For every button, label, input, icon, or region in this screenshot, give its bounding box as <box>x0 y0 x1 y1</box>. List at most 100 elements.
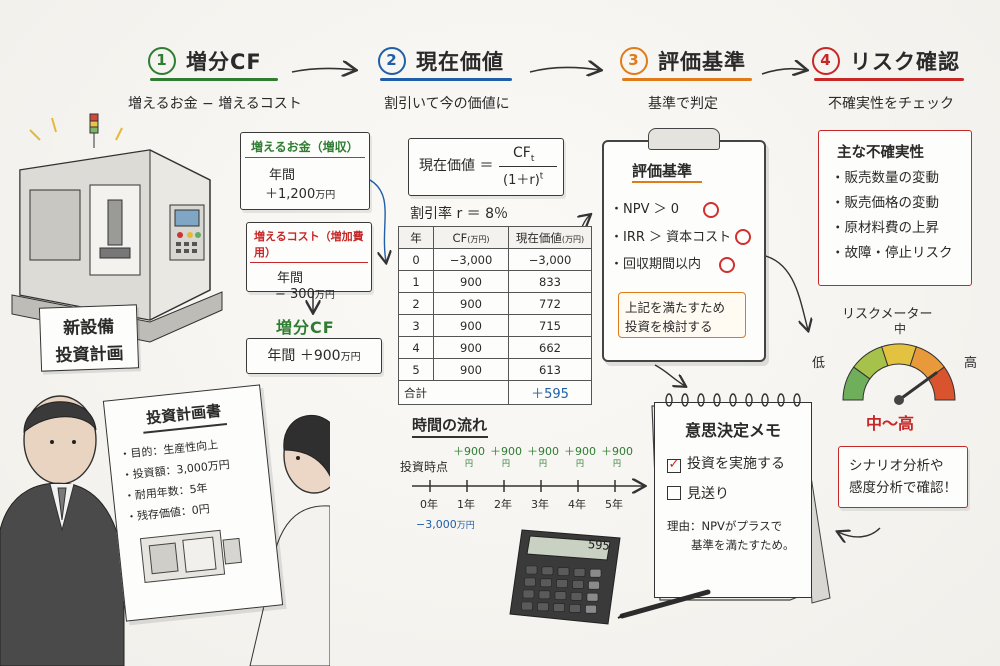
memo-option-invest[interactable]: ✓ 投資を実施する <box>667 453 811 473</box>
pv-table-header: 年 CF(万円) 現在価値(万円) <box>398 226 592 249</box>
calculator-key <box>557 567 570 576</box>
pen-icon <box>617 589 711 619</box>
timeline-inflow-unit: 円 <box>539 459 547 468</box>
timeline-year-label: 0年 <box>420 498 438 511</box>
risk-item-volume: ・販売数量の変動 <box>831 170 939 186</box>
pv-cell-pv: 662 <box>508 336 592 359</box>
formula-cf: CF <box>513 145 531 161</box>
timeline-invest-label: 投資時点 <box>400 460 449 474</box>
result-amount: 年間 ＋900 <box>267 348 341 364</box>
pv-cell-cf: 900 <box>433 314 509 337</box>
machine-sign-line1: 新設備 <box>62 317 115 339</box>
col-pv-label: 現在価値 <box>515 230 562 245</box>
checkbox-checked-icon[interactable]: ✓ <box>667 457 681 473</box>
criteria-payback-text: ・回収期間以内 <box>610 257 702 272</box>
col-year: 年 <box>398 226 434 249</box>
timeline-year-label: 4年 <box>568 498 586 511</box>
pv-total-value: ＋595 <box>508 380 592 405</box>
checkbox-icon[interactable] <box>667 486 681 500</box>
step-3-label: 評価基準 <box>658 50 746 74</box>
memo-rings <box>665 393 801 407</box>
formula-den: (1＋r) <box>503 173 540 188</box>
scenario-card: シナリオ分析や 感度分析で確認！ <box>838 446 968 508</box>
risk-card: 主な不確実性 ・販売数量の変動 ・販売価格の変動 ・原材料費の上昇 ・故障・停止… <box>818 130 972 286</box>
decision-memo: 意思決定メモ ✓ 投資を実施する 見送り 理由：NPVがプラスで 基準を満たすため… <box>654 393 812 598</box>
pv-formula: 現在価値 ＝ CFt (1＋r)t <box>408 138 564 196</box>
calculator-key <box>589 568 602 578</box>
memo-option-skip-label: 見送り <box>687 486 729 502</box>
memo-title: 意思決定メモ <box>684 421 781 440</box>
pv-cell-year: 1 <box>398 270 434 293</box>
timeline-year-label: 1年 <box>457 498 475 511</box>
timeline-axis <box>412 470 650 510</box>
memo-ring <box>713 393 721 407</box>
calculator-key <box>524 577 536 587</box>
document-machine-sketch <box>139 529 242 583</box>
pv-cell-cf: 900 <box>433 270 509 293</box>
memo-option-skip[interactable]: 見送り <box>667 483 811 503</box>
col-cf-label: CF <box>452 230 468 245</box>
step-2-underline <box>380 78 512 81</box>
memo-ring <box>729 393 737 407</box>
calculator-key <box>538 590 551 600</box>
step-3-title: 3 評価基準 <box>620 46 746 76</box>
cost-unit: 万円 <box>314 290 335 301</box>
col-cf-unit: 万円 <box>470 234 487 244</box>
check-circle-icon <box>719 256 736 273</box>
arrow-cf-to-table <box>369 179 386 262</box>
timeline-year-label: 5年 <box>605 498 623 511</box>
step-4-subtitle: 不確実性をチェック <box>828 96 954 112</box>
pv-cell-pv: 772 <box>508 292 592 315</box>
formula-numerator: CFt <box>513 145 534 164</box>
timeline-inflow-unit: 円 <box>613 459 621 468</box>
step-3-subtitle: 基準で判定 <box>648 96 718 112</box>
criteria-item-payback: ・回収期間以内 <box>610 253 760 273</box>
calculator-key <box>556 579 568 588</box>
memo-option-invest-label: 投資を実施する <box>687 456 785 472</box>
criteria-item-irr: ・IRR ＞ 資本コスト <box>610 226 760 245</box>
criteria-clipboard: 評価基準 ・NPV ＞ 0 ・IRR ＞ 資本コスト ・回収期間以内 上記を満た… <box>602 128 766 362</box>
investment-plan-document: 投資計画書 ・目的：生産性向上 ・投資額：3,000万円 ・耐用年数：5年 ・残… <box>102 384 284 622</box>
step-1-number: 1 <box>148 47 176 75</box>
memo-reason-line2: 基準を満たすため。 <box>691 538 795 552</box>
pv-total-label: 合計 <box>398 380 509 405</box>
gauge-hub <box>894 395 904 405</box>
clipboard-clip <box>648 128 720 150</box>
timeline-inflow-amount: ＋900 <box>601 445 633 458</box>
step-4-number: 4 <box>812 47 840 75</box>
calculator-key <box>554 591 567 600</box>
calculator-key <box>525 565 538 575</box>
criteria-note-line1: 上記を満たすため <box>625 300 726 315</box>
criteria-list: ・NPV ＞ 0 ・IRR ＞ 資本コスト ・回収期間以内 <box>610 190 760 281</box>
cost-card: 増えるコスト（増加費用） 年間 − 300万円 <box>246 222 372 302</box>
col-pv-unit: 万円 <box>565 234 581 244</box>
risk-item-material: ・原材料費の上昇 <box>831 220 939 236</box>
criteria-note: 上記を満たすため 投資を検討する <box>618 292 746 338</box>
criteria-irr-text: ・IRR ＞ 資本コスト <box>610 229 732 245</box>
criteria-title: 評価基準 <box>632 162 693 180</box>
step-1-underline <box>150 78 278 81</box>
calculator-key <box>522 589 535 599</box>
pv-cell-cf: 900 <box>433 292 509 315</box>
criteria-item-npv: ・NPV ＞ 0 <box>610 198 760 218</box>
memo-reason-line1: 理由：NPVがプラスで <box>667 519 783 533</box>
criteria-npv-text: ・NPV ＞ 0 <box>610 202 679 217</box>
revenue-line2: ＋1,200万円 <box>241 183 369 202</box>
timeline-inflow-amount: ＋900 <box>453 445 485 458</box>
pv-cell-cf: 900 <box>433 336 509 359</box>
formula-denominator: (1＋r)t <box>503 169 543 188</box>
pv-total-row: 合計 ＋595 <box>398 380 592 405</box>
pv-cell-cf: −3,000 <box>433 248 509 271</box>
arrow-step3-step4 <box>761 69 806 74</box>
revenue-title: 増えるお金（増収） <box>245 133 365 158</box>
pv-cell-pv: 833 <box>508 270 592 293</box>
machine-illustration <box>11 113 223 343</box>
criteria-note-line2: 投資を検討する <box>625 319 713 334</box>
timeline-inflow-amount: ＋900 <box>564 445 596 458</box>
col-pv: 現在価値(万円) <box>508 226 592 249</box>
